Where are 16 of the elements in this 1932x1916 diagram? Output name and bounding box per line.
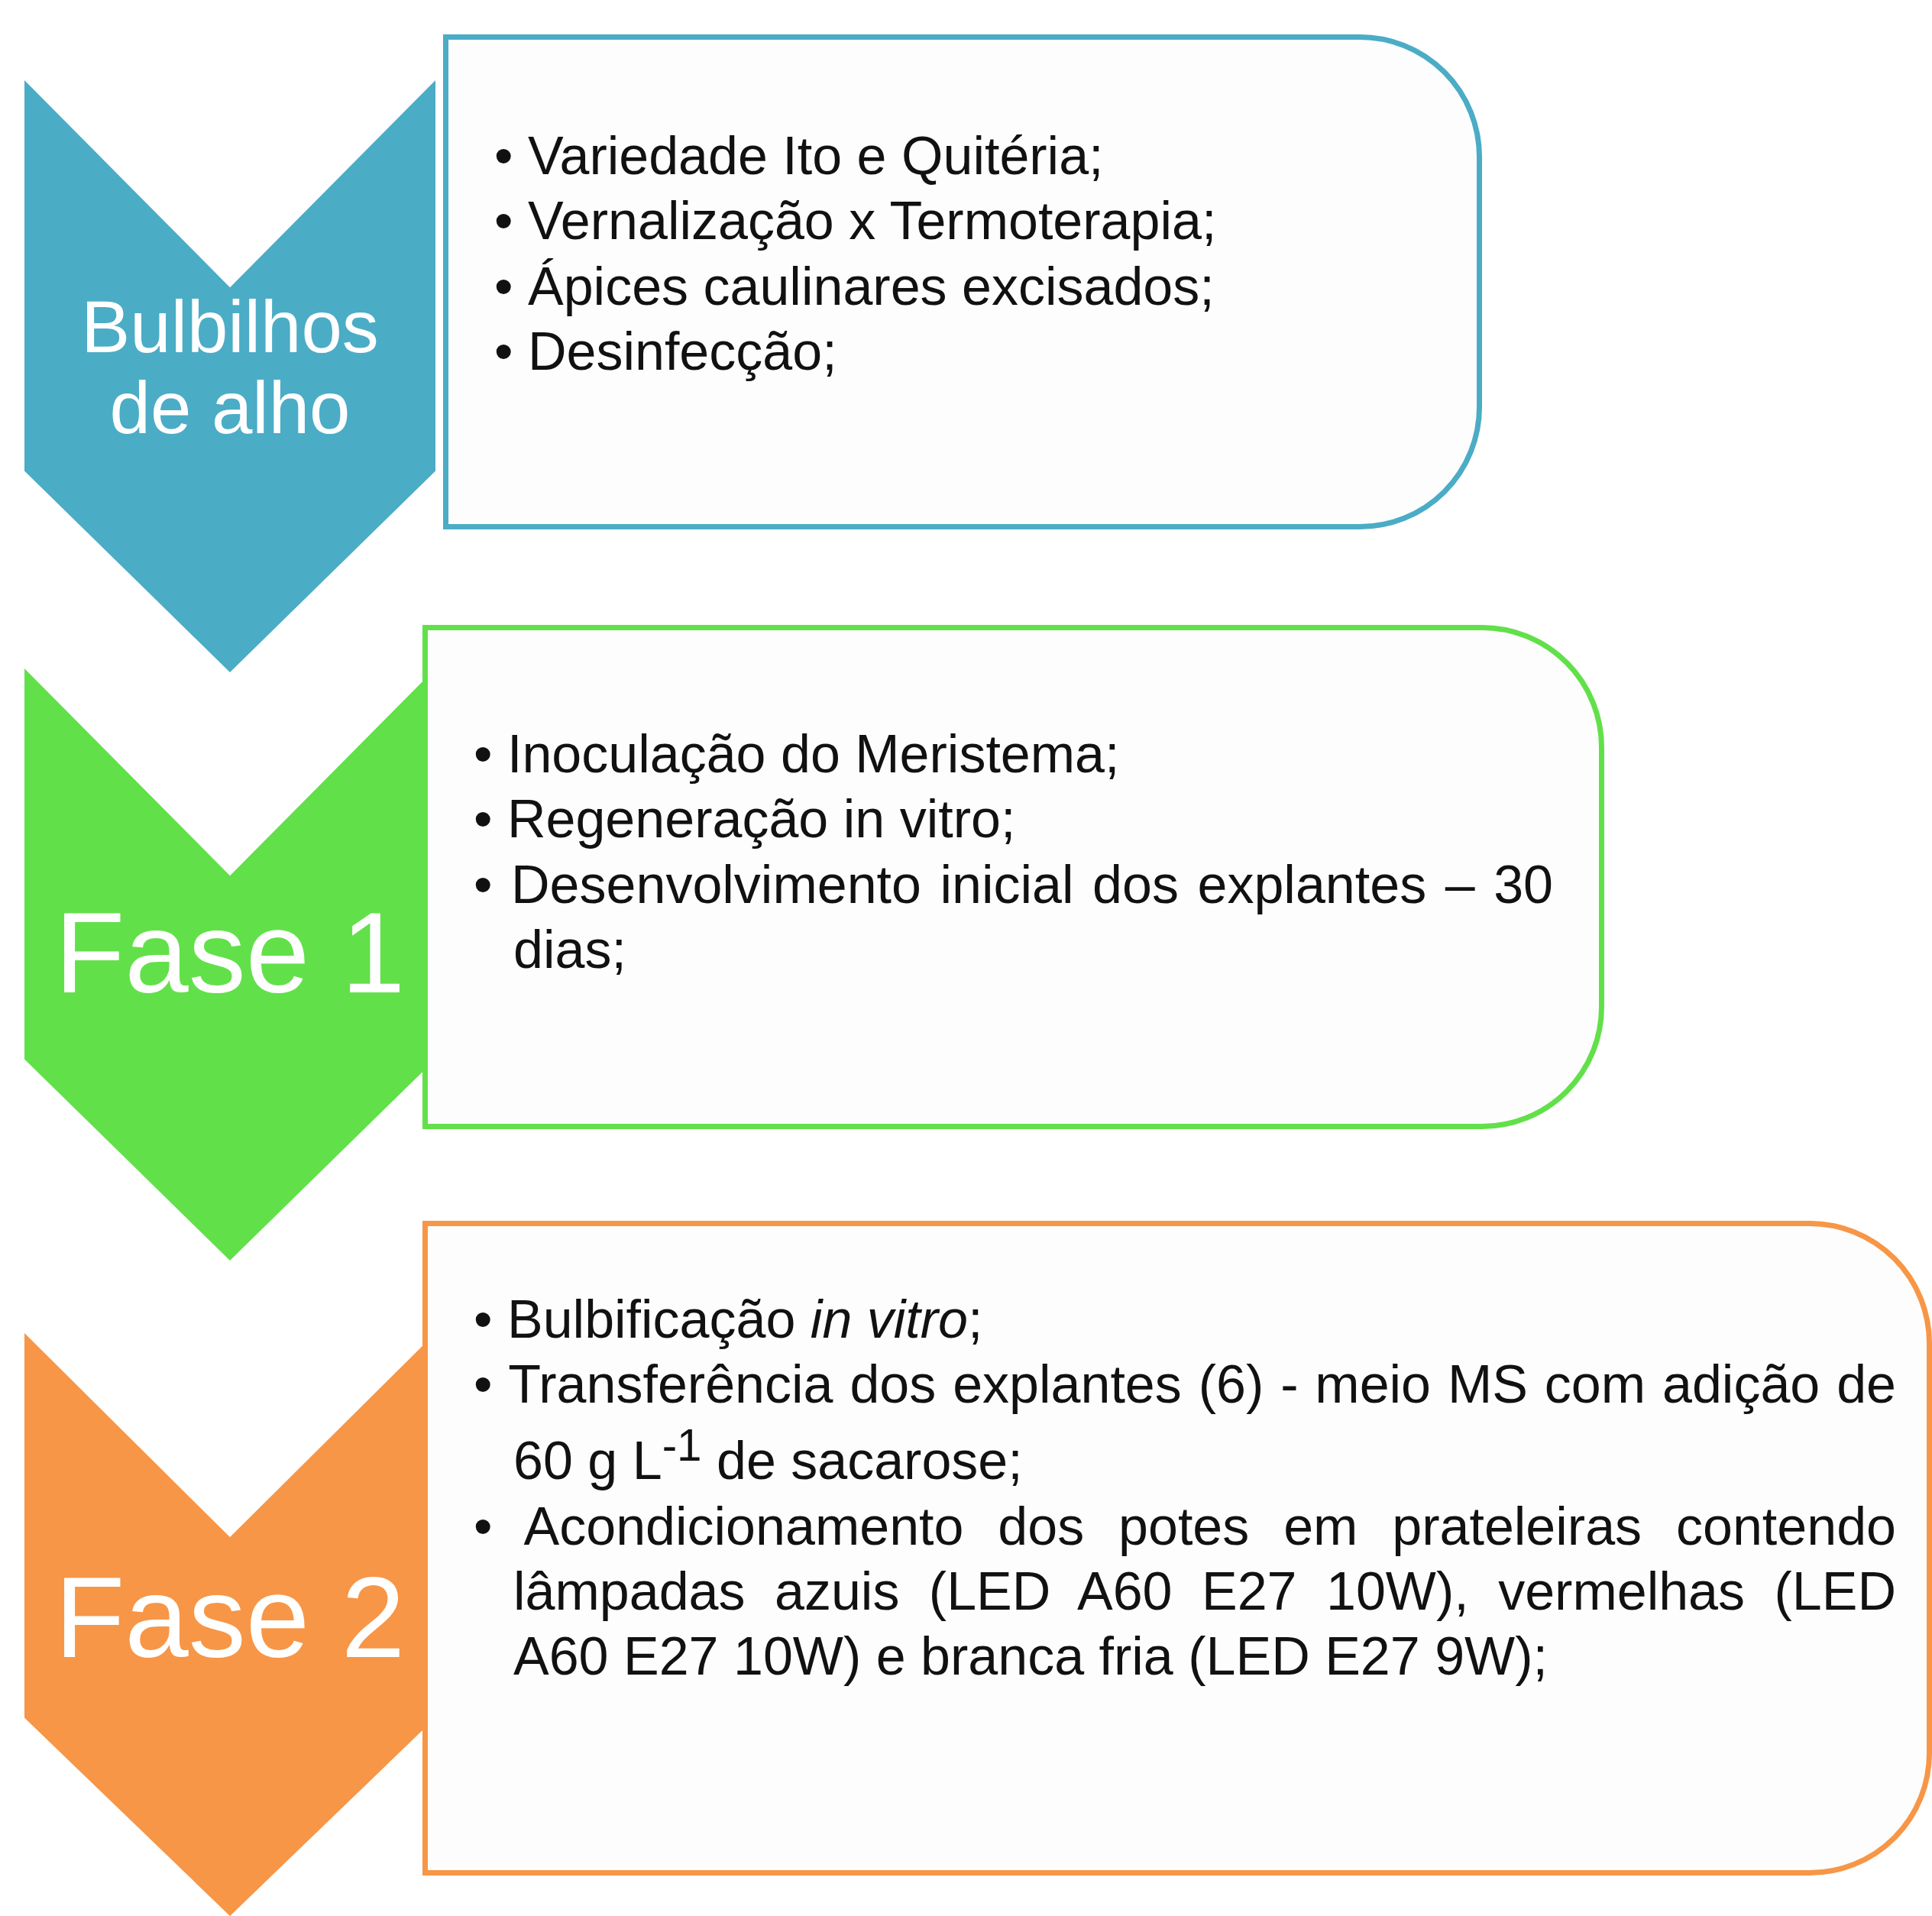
- step-label: Bulbilhos de alho: [80, 286, 380, 448]
- text-panel: [422, 625, 1604, 1129]
- text-panel: [443, 34, 1482, 529]
- bullet-item: • Acondicionamento dos potes em prateleiras contendo lâmpadas azuis (LED A60 E27 10W), vermelhas (LED A60 E27 10W) e branca fria (LED E27 9W);: [474, 1495, 1896, 1688]
- bullet-item: • Desenvolvimento inicial dos explantes – 30 dias;: [474, 853, 1553, 982]
- step-label: Fase 1: [53, 890, 406, 1016]
- bullet-item: • Transferência dos explantes (6) - meio MS com adição de 60 g L$^{-1}$ de sacarose;: [474, 1354, 1896, 1493]
- bullet-item: • Desinfecção;: [494, 321, 838, 384]
- bullet-item: • Variedade Ito e Quitéria;: [494, 125, 1105, 187]
- bullet-item: • Bulbificação in vitro;: [474, 1289, 984, 1351]
- step-label: Fase 2: [53, 1555, 406, 1681]
- bullet-item: • Ápices caulinares excisados;: [494, 255, 1215, 318]
- bullet-item: • Inoculação do Meristema;: [474, 723, 1121, 785]
- text-panel: [422, 1221, 1932, 1876]
- bullet-item: • Vernalização x Termoterapia;: [494, 190, 1218, 253]
- bullet-item: • Regeneração in vitro;: [474, 788, 1017, 851]
